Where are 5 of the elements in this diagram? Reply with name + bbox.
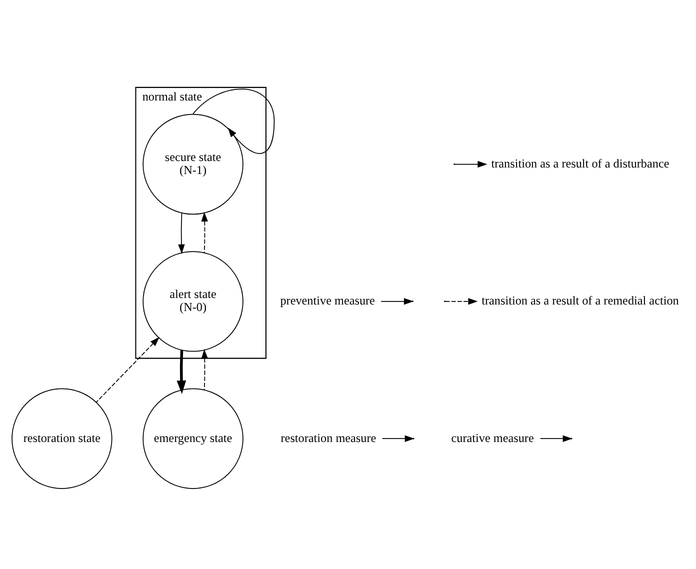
node-text: curative measure [451, 430, 534, 445]
node-text: preventive measure [280, 294, 375, 308]
node-text: restoration measure [280, 430, 376, 445]
legend-label: transition as a result of a remedial action [482, 294, 679, 308]
legend-label: transition as a result of a disturbance [491, 156, 670, 170]
